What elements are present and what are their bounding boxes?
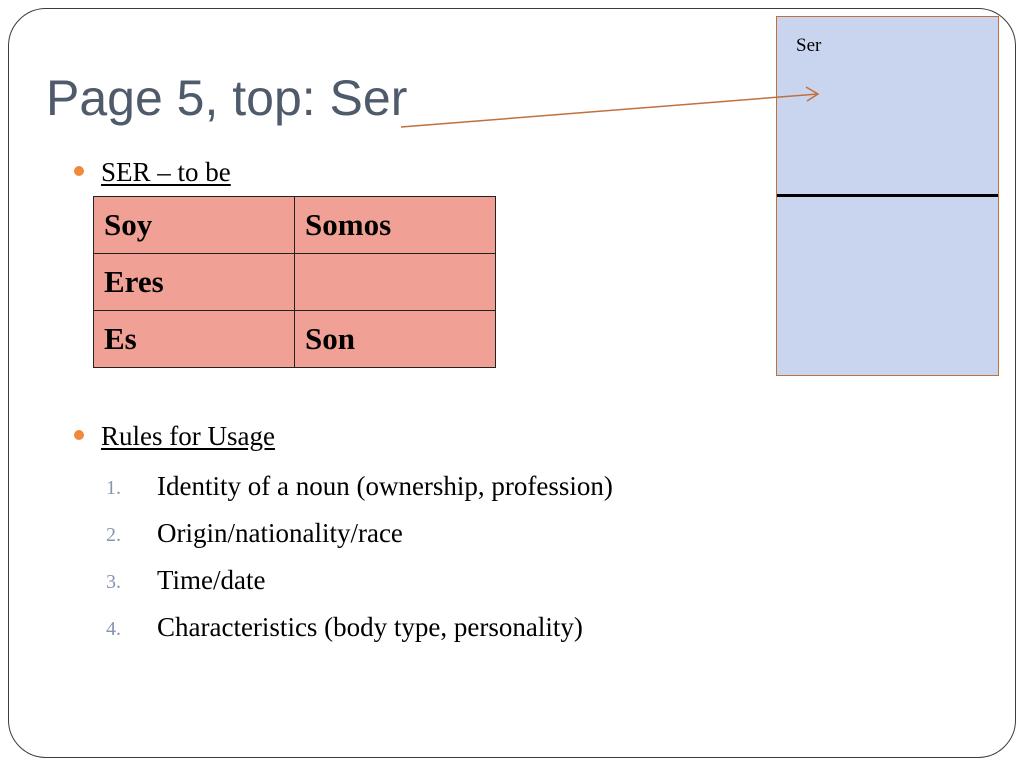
list-item-number: 3. [106,571,121,593]
table-cell-es: Es [93,310,295,368]
table-row: Es Son [93,310,496,368]
bullet-dot-icon [74,166,84,176]
list-item-text: Origin/nationality/race [157,518,403,548]
list-item-number: 1. [106,477,121,499]
bullet-rules-for-usage: Rules for Usage [74,420,275,452]
side-box-divider [777,194,998,197]
table-cell-eres: Eres [93,253,295,311]
conjugation-table: Soy Somos Eres Es Son [93,196,496,368]
bullet-ser-to-be-text: SER – to be [101,157,231,187]
slide-title: Page 5, top: Ser [46,70,408,126]
list-item-text: Characteristics (body type, personality) [157,612,583,642]
list-item-number: 2. [106,524,121,546]
bullet-rules-for-usage-text: Rules for Usage [101,421,275,451]
table-cell-soy: Soy [93,196,295,254]
bullet-dot-icon [74,430,84,440]
list-item-number: 4. [106,618,121,640]
list-item-text: Identity of a noun (ownership, professio… [157,471,613,501]
side-box-label: Ser [796,35,822,56]
ser-side-box: Ser [776,16,999,376]
table-cell-son: Son [294,310,496,368]
table-row: Soy Somos [93,196,496,254]
list-item-text: Time/date [157,565,266,595]
table-cell-empty [294,253,496,311]
bullet-ser-to-be: SER – to be [74,156,231,188]
table-cell-somos: Somos [294,196,496,254]
table-row: Eres [93,253,496,311]
